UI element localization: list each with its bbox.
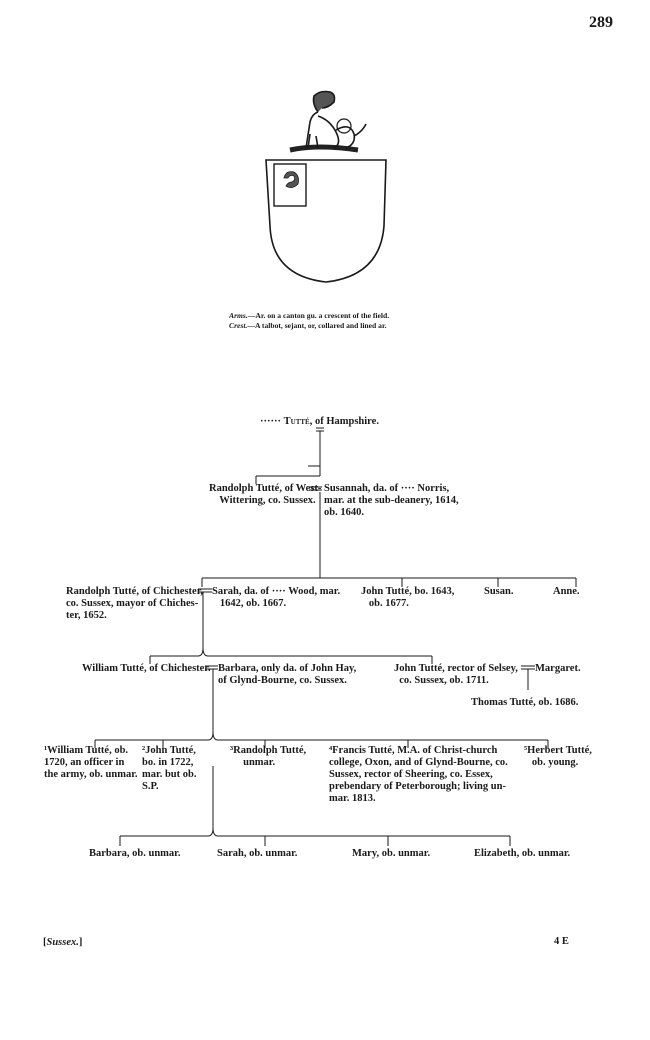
- footer-county: [Sussex.]: [43, 937, 82, 949]
- g4-john-tutte: ²John Tutté, bo. in 1722, mar. but ob. S…: [142, 745, 196, 793]
- g2-john-tutte: John Tutté, bo. 1643, ob. 1677.: [361, 586, 454, 610]
- g3-john-tutte-selsey: John Tutté, rector of Selsey, co. Sussex…: [394, 663, 518, 687]
- g3-barbara-hay: Barbara, only da. of John Hay, of Glynd-…: [218, 663, 356, 687]
- g5-elizabeth: Elizabeth, ob. unmar.: [474, 848, 570, 860]
- g1-susannah-norris: Susannah, da. of ···· Norris, mar. at th…: [324, 483, 459, 519]
- g5-barbara: Barbara, ob. unmar.: [89, 848, 181, 860]
- g2-randolph-tutte: Randolph Tutté, of Chichester, co. Susse…: [66, 586, 203, 622]
- g2-susan: Susan.: [484, 586, 513, 598]
- g3-thomas-tutte: Thomas Tutté, ob. 1686.: [471, 697, 578, 709]
- g5-mary: Mary, ob. unmar.: [352, 848, 430, 860]
- g4-randolph-tutte: ³Randolph Tutté, unmar.: [230, 745, 306, 769]
- g3-margaret: Margaret.: [535, 663, 581, 675]
- g4-herbert-tutte: ⁵Herbert Tutté, ob. young.: [524, 745, 592, 769]
- g4-william-tutte: ¹William Tutté, ob. 1720, an officer in …: [44, 745, 138, 781]
- g2-sarah-wood: Sarah, da. of ···· Wood, mar. 1642, ob. …: [212, 586, 340, 610]
- g1-randolph-tutte: Randolph Tutté, of West- Wittering, co. …: [209, 483, 321, 507]
- g5-sarah: Sarah, ob. unmar.: [217, 848, 297, 860]
- g4-francis-tutte: ⁴Francis Tutté, M.A. of Christ-church co…: [329, 745, 508, 805]
- g3-william-tutte: William Tutté, of Chichester.: [82, 663, 211, 675]
- footer-signature: 4 E: [554, 936, 569, 948]
- progenitor: ······ Tutté, of Hampshire.: [260, 416, 379, 428]
- g2-anne: Anne.: [553, 586, 580, 598]
